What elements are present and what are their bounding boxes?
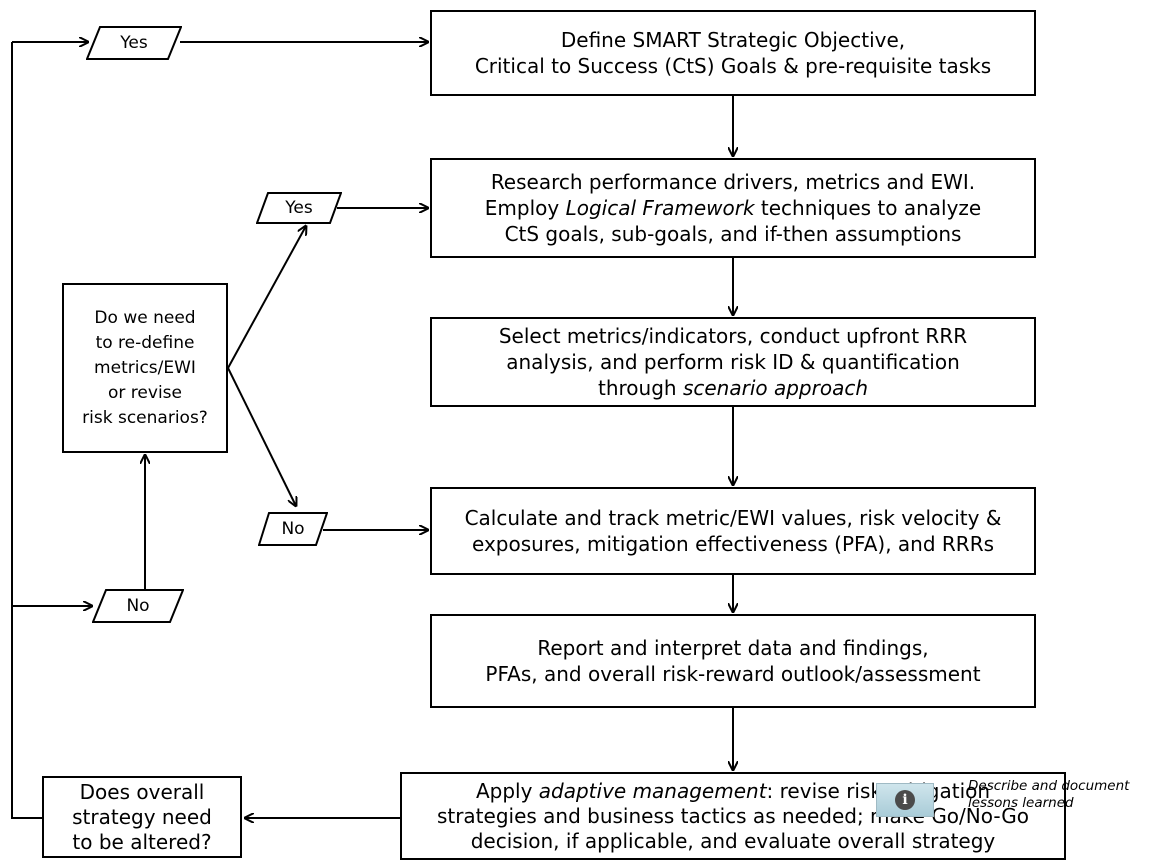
strategy-altered-question-box: Does overall strategy need to be altered…: [42, 776, 242, 858]
lessons-note-line-2: lessons learned: [968, 795, 1074, 811]
strategy-question-line-1: Does overall: [79, 779, 205, 804]
info-icon: i: [895, 790, 915, 810]
yes-mid-shape: [256, 192, 342, 224]
select-metrics-box: Select metrics/indicators, conduct upfro…: [430, 317, 1036, 407]
research-drivers-line-1: Research performance drivers, metrics an…: [490, 170, 976, 194]
yes-top-label: Yes: [86, 26, 182, 60]
no-mid-shape: [258, 512, 328, 546]
yes-mid-label: Yes: [256, 192, 342, 224]
no-mid-text: No: [281, 519, 305, 539]
calculate-track-line-1: Calculate and track metric/EWI values, r…: [464, 506, 1002, 530]
emphasis-text: adaptive management: [538, 778, 767, 803]
research-drivers-line-3: CtS goals, sub-goals, and if-then assump…: [504, 222, 962, 246]
research-drivers-line-2: Employ Logical Framework techniques to a…: [484, 196, 982, 220]
emphasis-text: scenario approach: [682, 376, 868, 400]
redefine-question-line-4: or revise: [108, 382, 182, 403]
define-objective-box: Define SMART Strategic Objective, Critic…: [430, 10, 1036, 96]
research-drivers-box: Research performance drivers, metrics an…: [430, 158, 1036, 258]
arrow-redefine-to-no-mid: [227, 367, 296, 506]
lessons-learned-note: Describe and document lessons learned: [968, 778, 1129, 812]
redefine-question-line-2: to re-define: [95, 332, 195, 353]
arrow-no-bottom-to-redefine-question: [145, 455, 174, 606]
info-button[interactable]: i: [876, 783, 934, 817]
select-metrics-line-1: Select metrics/indicators, conduct upfro…: [498, 324, 968, 348]
apply-line-3: decision, if applicable, and evaluate ov…: [470, 828, 996, 853]
define-objective-line-2: Critical to Success (CtS) Goals & pre-re…: [474, 54, 992, 78]
apply-adaptive-management-box: Apply adaptive management: revise risk m…: [400, 772, 1066, 860]
report-interpret-line-2: PFAs, and overall risk-reward outlook/as…: [485, 662, 981, 686]
yes-top-shape: [86, 26, 182, 60]
yes-mid-text: Yes: [285, 198, 313, 218]
no-bottom-label: No: [92, 589, 184, 623]
redefine-question-line-3: metrics/EWI: [94, 357, 196, 378]
redefine-metrics-question-box: Do we need to re-define metrics/EWI or r…: [62, 283, 228, 453]
emphasis-text: Logical Framework: [565, 196, 755, 220]
apply-line-2: strategies and business tactics as neede…: [436, 803, 1030, 828]
redefine-question-line-5: risk scenarios?: [82, 407, 208, 428]
arrow-redefine-to-yes-mid: [227, 226, 306, 369]
loop-strategy-question-left: [11, 42, 42, 819]
select-metrics-line-3: through scenario approach: [597, 376, 868, 400]
lessons-note-line-1: Describe and document: [968, 778, 1130, 794]
no-bottom-shape: [92, 589, 184, 623]
no-mid-label: No: [258, 512, 328, 546]
strategy-question-line-2: strategy need: [72, 804, 212, 829]
define-objective-line-1: Define SMART Strategic Objective,: [560, 28, 906, 52]
no-bottom-text: No: [126, 596, 150, 616]
calculate-track-line-2: exposures, mitigation effectiveness (PFA…: [471, 532, 995, 556]
yes-top-text: Yes: [120, 33, 148, 53]
strategy-question-line-3: to be altered?: [72, 829, 212, 854]
report-interpret-line-1: Report and interpret data and findings,: [537, 636, 929, 660]
select-metrics-line-2: analysis, and perform risk ID & quantifi…: [506, 350, 960, 374]
redefine-question-line-1: Do we need: [94, 307, 196, 328]
report-interpret-box: Report and interpret data and findings, …: [430, 614, 1036, 708]
calculate-track-box: Calculate and track metric/EWI values, r…: [430, 487, 1036, 575]
